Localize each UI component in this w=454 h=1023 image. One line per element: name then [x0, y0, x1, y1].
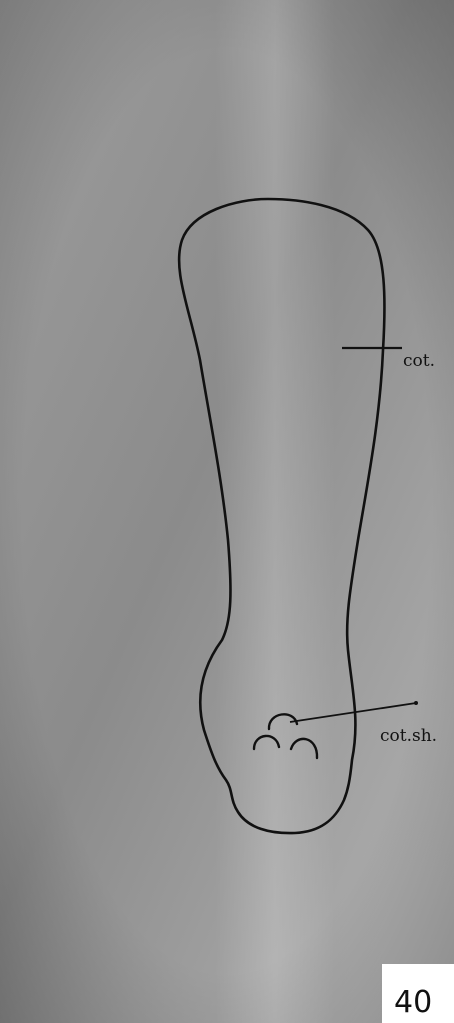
cot-label: cot.	[403, 351, 435, 371]
cot-sh-pointer-tip	[414, 701, 418, 705]
plate-number: 40	[394, 985, 432, 1020]
cot-sh-label: cot.sh.	[380, 726, 437, 746]
